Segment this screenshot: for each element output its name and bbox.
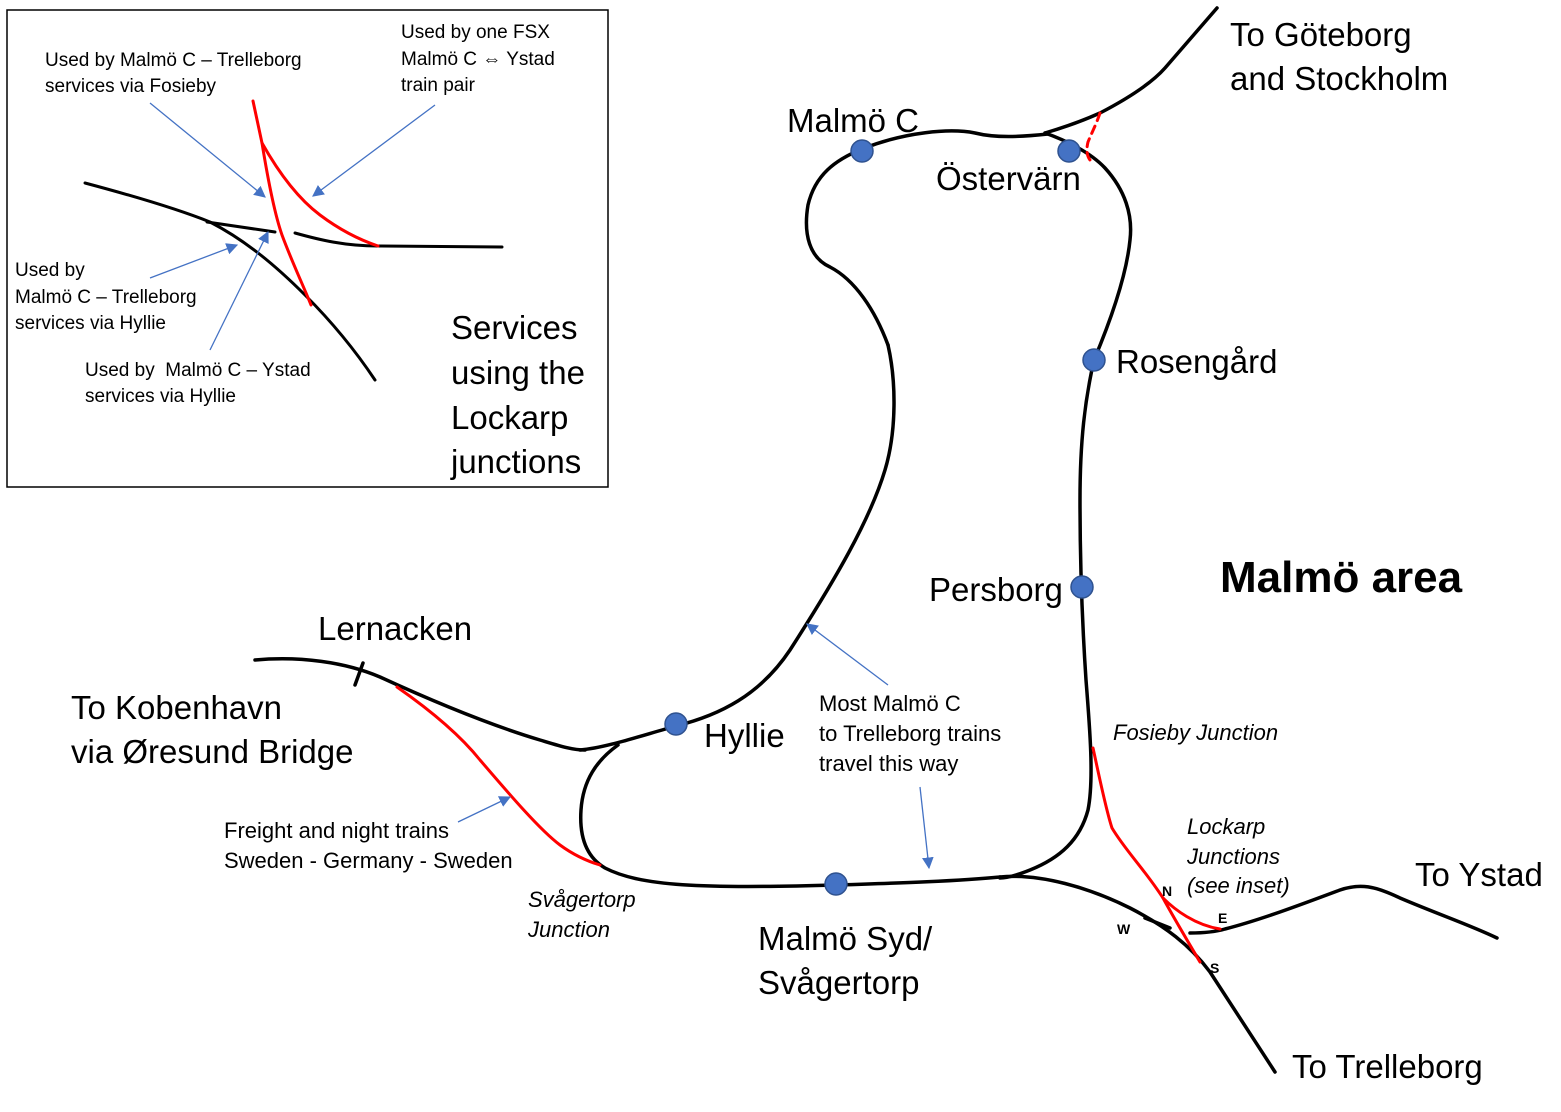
inset-panel: Used by Malmö C – Trelleborg services vi… [6,9,609,488]
annotation-arrows [457,623,934,870]
track-rosengard-persborg-fosieby [998,358,1096,880]
track-to-trelleborg [998,874,1277,1074]
track-lockarp-west-link [1143,916,1172,930]
destination-ystad: To Ystad [1415,856,1543,893]
note-trelleborg-route-line1: Most Malmö C [819,691,961,716]
inset-note-fosieby-line2: services via Fosieby [45,76,217,97]
note-freight-line1: Freight and night trains [224,818,449,843]
inset-arrow-fsx [312,104,436,197]
lockarp-point-north: N [1162,883,1172,899]
route-fosieby-lockarp [1091,746,1202,964]
track-lernacken [253,657,587,752]
station-label-malmo-syd-line1: Malmö Syd/ [758,920,933,957]
inset-caption-line3: Lockarp [451,399,568,436]
inset-arrow-hyllie-ystad [209,230,269,351]
junction-label-lockarp-line3: (see inset) [1187,873,1290,898]
route-ostervarn-chord [1085,111,1102,162]
station-dot-rosengard [1082,348,1106,372]
destination-kobenhavn-line2: via Øresund Bridge [71,733,353,770]
station-dot-ostervarn [1057,139,1081,163]
junction-label-fosieby: Fosieby Junction [1113,720,1278,745]
station-label-persborg: Persborg [929,571,1063,608]
junction-label-lockarp-line2: Junctions [1186,844,1280,869]
inset-route-fsx [260,141,380,248]
inset-note-fsx-line3: train pair [401,75,476,96]
destination-goteborg-line2: and Stockholm [1230,60,1448,97]
inset-arrow-fosieby [149,102,266,198]
place-label-lernacken: Lernacken [318,610,472,647]
station-label-rosengard: Rosengård [1116,343,1277,380]
note-trelleborg-route-line2: to Trelleborg trains [819,721,1001,746]
inset-note-fsx-line1: Used by one FSX [401,22,550,43]
inset-caption-line1: Services [451,309,578,346]
inset-note-hyllie-trelleborg-line1: Used by [15,260,85,281]
inset-note-hyllie-ystad-line2: services via Hyllie [85,386,236,407]
station-dot-malmo-c [850,139,874,163]
note-trelleborg-route-line3: travel this way [819,751,958,776]
arrow-trelleborg-route-down [919,786,934,870]
destination-kobenhavn-line1: To Kobenhavn [71,689,282,726]
arrow-freight [457,796,512,823]
route-lernacken-freight-curve [395,685,602,867]
track-svagertorp-malmo-syd [578,743,1002,889]
inset-border [6,9,609,488]
station-dot-hyllie [664,712,688,736]
map-title: Malmö area [1220,553,1463,602]
inset-note-hyllie-trelleborg-line2: Malmö C – Trelleborg [15,287,197,308]
track-ostervarn-rosengard [1043,131,1133,362]
inset-note-fosieby-line1: Used by Malmö C – Trelleborg [45,50,302,71]
inset-caption-line4: junctions [450,443,581,480]
station-label-ostervarn: Östervärn [936,160,1081,197]
station-dot-persborg [1070,575,1094,599]
junction-label-lockarp-line1: Lockarp [1187,814,1265,839]
inset-note-hyllie-trelleborg-line3: services via Hyllie [15,313,166,334]
inset-track-west-link [205,220,277,234]
lockarp-point-south: S [1210,960,1219,976]
note-freight-line2: Sweden - Germany - Sweden [224,848,513,873]
track-citytunnel-hyllie [578,343,896,752]
inset-note-fsx-line2: Malmö C ⇔ Ystad [401,49,555,70]
track-to-ystad [1188,884,1499,940]
inset-caption-line2: using the [451,354,585,391]
lockarp-point-east: E [1218,910,1227,926]
route-lockarp-north-east [1161,896,1222,931]
special-routes [395,111,1222,964]
inset-route-fosieby [251,99,313,307]
inset-arrow-hyllie-trelleborg [149,243,239,279]
junction-label-svagertorp-line1: Svågertorp [528,887,636,912]
inset-track-hyllie-trelleborg [83,181,377,382]
lockarp-point-west: W [1117,921,1131,937]
inset-note-hyllie-ystad-line1: Used by Malmö C – Ystad [85,360,311,381]
destination-trelleborg: To Trelleborg [1292,1048,1483,1085]
junction-label-svagertorp-line2: Junction [527,917,610,942]
labels: Malmö area To Göteborg and Stockholm To … [71,16,1543,1085]
arrow-trelleborg-route-up [806,623,889,686]
track-to-goteborg [1043,6,1219,135]
station-label-hyllie: Hyllie [704,717,785,754]
lernacken-border-tick [353,661,365,687]
station-label-malmo-c: Malmö C [787,102,919,139]
track-malmo-c-loop [804,129,1050,347]
station-label-malmo-syd-line2: Svågertorp [758,964,919,1001]
destination-goteborg-line1: To Göteborg [1230,16,1412,53]
station-dot-malmo-syd [824,872,848,896]
stations [664,139,1106,896]
